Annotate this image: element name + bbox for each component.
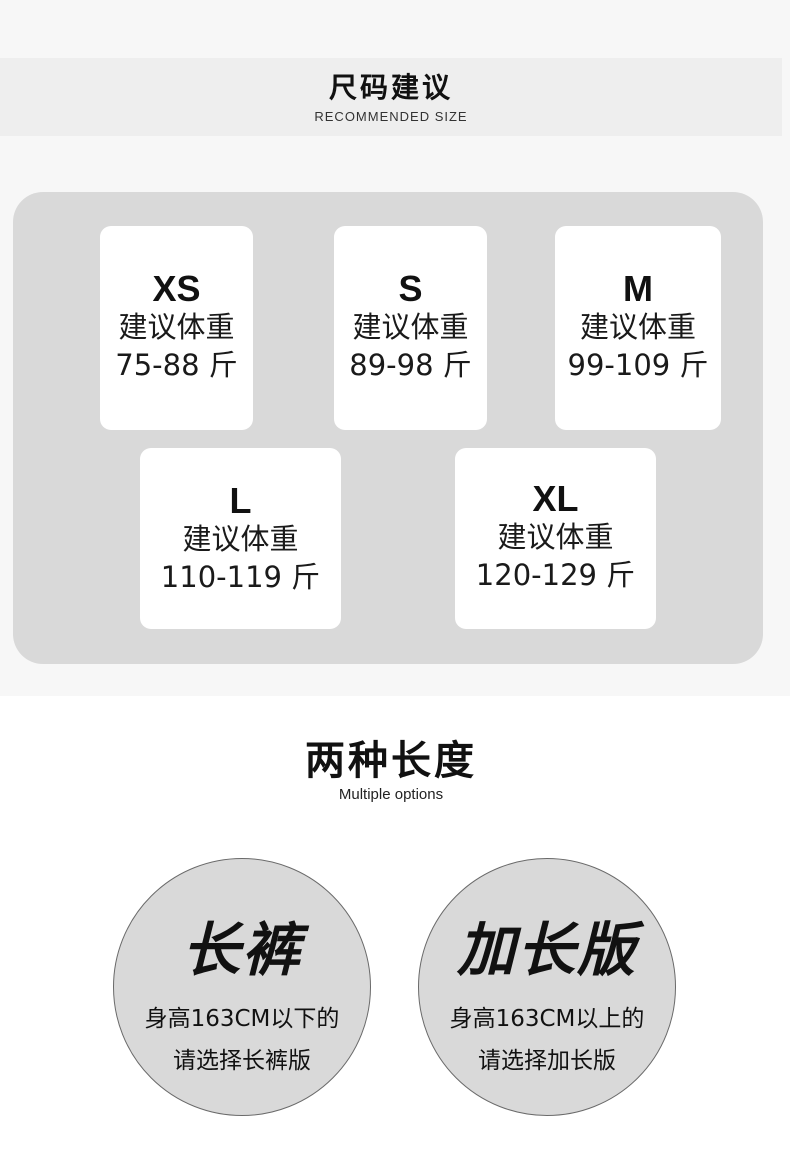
size-name: XS [152, 268, 201, 309]
weight-label: 建议体重 [182, 522, 299, 556]
length-option-regular: 长裤 身高163CM以下的 请选择长裤版 [113, 858, 371, 1116]
size-card-s: S 建议体重 89-98 斤 [334, 226, 487, 430]
size-card-l: L 建议体重 110-119 斤 [140, 448, 341, 629]
option-condition: 身高163CM以下的 [144, 1006, 340, 1032]
length-option-extended: 加长版 身高163CM以上的 请选择加长版 [418, 858, 676, 1116]
size-name: L [229, 480, 252, 521]
size-card-m: M 建议体重 99-109 斤 [555, 226, 721, 430]
weight-range: 75-88 斤 [115, 348, 238, 382]
size-name: S [398, 268, 423, 309]
size-header-band [0, 58, 782, 136]
weight-range: 110-119 斤 [160, 560, 321, 594]
weight-label: 建议体重 [579, 310, 696, 344]
weight-label: 建议体重 [118, 310, 235, 344]
length-section-subtitle: Multiple options [338, 786, 444, 803]
option-name: 加长版 [456, 916, 637, 984]
option-condition: 身高163CM以上的 [449, 1006, 645, 1032]
size-section-subtitle: RECOMMENDED SIZE [314, 109, 468, 124]
weight-label: 建议体重 [497, 520, 614, 554]
weight-range: 99-109 斤 [567, 348, 709, 382]
size-card-xs: XS 建议体重 75-88 斤 [100, 226, 253, 430]
length-section-title: 两种长度 [305, 738, 477, 784]
option-advice: 请选择加长版 [478, 1048, 616, 1074]
size-name: XL [532, 478, 579, 519]
size-name: M [623, 268, 653, 309]
weight-label: 建议体重 [352, 310, 469, 344]
option-advice: 请选择长裤版 [173, 1048, 311, 1074]
size-section-title: 尺码建议 [328, 71, 453, 104]
size-card-xl: XL 建议体重 120-129 斤 [455, 448, 656, 629]
weight-range: 120-129 斤 [475, 558, 636, 592]
weight-range: 89-98 斤 [349, 348, 472, 382]
option-name: 长裤 [181, 916, 302, 984]
